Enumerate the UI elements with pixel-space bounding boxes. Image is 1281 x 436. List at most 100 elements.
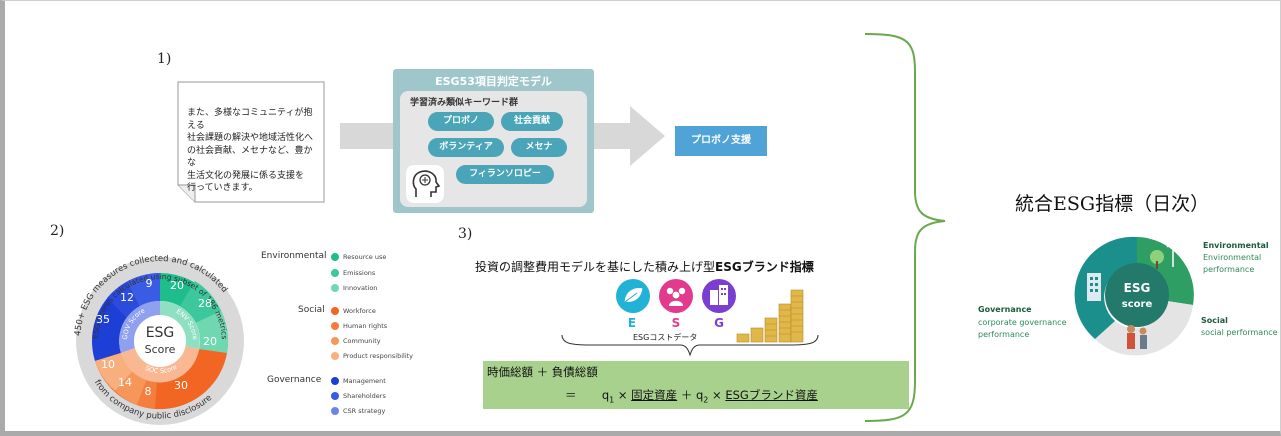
legend-dot bbox=[331, 352, 339, 360]
cycle-environmental-desc: performance bbox=[1203, 265, 1255, 274]
formula-box: 時価総額 ＋ 負債総額 ＝ q1 × 固定資産 ＋ q2 × ESGブランド資産 bbox=[483, 361, 909, 409]
pillar-legend: Environmental Resource use Emissions Inn… bbox=[261, 251, 441, 421]
legend-label: Management bbox=[343, 377, 386, 385]
letter-s: S bbox=[671, 316, 681, 330]
formula-q1: q bbox=[601, 388, 610, 402]
legend-group-governance: Governance bbox=[267, 375, 322, 385]
document-icon bbox=[177, 81, 325, 203]
legend-item: Emissions bbox=[331, 269, 375, 277]
legend-group-social: Social bbox=[298, 305, 325, 315]
cycle-environmental-desc: Environmental bbox=[1203, 253, 1262, 262]
soc-value: 10 bbox=[101, 358, 115, 371]
legend-item: Innovation bbox=[331, 284, 377, 292]
formula-fixed-assets: 固定資産 bbox=[631, 388, 678, 402]
source-document: また、多様なコミュニティが抱える 社会課題の解決や地域活性化へ の社会貢献、メセ… bbox=[177, 81, 325, 203]
formula-equals: ＝ bbox=[565, 388, 577, 402]
letter-e: E bbox=[627, 316, 637, 330]
formula-brand-assets: ESGブランド資産 bbox=[725, 388, 818, 402]
esg53-model-box: ESG53項目判定モデル 学習済み類似キーワード群 プロボノ 社会貢献 ボランテ… bbox=[393, 69, 594, 213]
keyword-panel: 学習済み類似キーワード群 プロボノ 社会貢献 ボランティア メセナ フィランソロ… bbox=[400, 91, 587, 207]
legend-label: Emissions bbox=[343, 269, 376, 277]
section-label-3: 3) bbox=[458, 226, 473, 242]
keyword-group-label: 学習済み類似キーワード群 bbox=[410, 98, 519, 108]
formula-plus: ＋ bbox=[680, 388, 693, 402]
document-line: また、多様なコミュニティが抱える bbox=[187, 108, 313, 131]
formula-times: × bbox=[617, 388, 628, 402]
legend-label: Innovation bbox=[343, 284, 378, 292]
letter-g: G bbox=[714, 316, 724, 330]
brand-title-bold: ESGブランド指標 bbox=[715, 260, 814, 274]
cycle-governance-title: Governance bbox=[978, 305, 1032, 314]
formula-times: × bbox=[712, 388, 722, 402]
env-value: 20 bbox=[170, 279, 184, 292]
section-label-2: 2) bbox=[50, 223, 65, 239]
gov-value: 35 bbox=[96, 313, 110, 326]
document-line: 行っていきます。 bbox=[187, 183, 258, 193]
legend-group-environmental: Environmental bbox=[261, 251, 327, 261]
model-title: ESG53項目判定モデル bbox=[435, 75, 552, 88]
legend-dot bbox=[331, 253, 339, 261]
cycle-governance-desc: performance bbox=[978, 330, 1030, 339]
wind-turbine-icon bbox=[1166, 231, 1183, 267]
legend-label: Shareholders bbox=[343, 392, 386, 400]
legend-label: Workforce bbox=[343, 307, 376, 315]
legend-item: Shareholders bbox=[331, 392, 386, 400]
legend-label: Resource use bbox=[343, 253, 387, 261]
gov-value: 9 bbox=[146, 277, 153, 290]
legend-item: Community bbox=[331, 337, 381, 345]
legend-dot bbox=[331, 269, 339, 277]
keyword-pill: 社会貢献 bbox=[501, 112, 563, 131]
env-value: 28 bbox=[198, 297, 212, 310]
keyword-pill: フィランソロピー bbox=[456, 165, 554, 184]
legend-dot bbox=[331, 307, 339, 315]
legend-item: Human rights bbox=[331, 322, 387, 330]
legend-dot bbox=[331, 322, 339, 330]
soc-value: 8 bbox=[145, 385, 152, 398]
esg-cycle-graphic: ESG score bbox=[1074, 231, 1194, 356]
legend-dot bbox=[331, 392, 339, 400]
formula-line-1: 時価総額 ＋ 負債総額 bbox=[487, 365, 598, 379]
cycle-center-score: score bbox=[1122, 299, 1153, 310]
legend-dot bbox=[331, 284, 339, 292]
legend-label: Community bbox=[343, 337, 381, 345]
formula-q1-sub: 1 bbox=[609, 395, 615, 405]
building-icon bbox=[1087, 273, 1101, 301]
keyword-pill: ボランティア bbox=[428, 138, 504, 157]
people-icon bbox=[1127, 325, 1147, 349]
soc-value: 30 bbox=[174, 379, 188, 392]
legend-item: Resource use bbox=[331, 253, 386, 261]
legend-dot bbox=[331, 377, 339, 385]
legend-label: Product responsibility bbox=[343, 352, 414, 360]
bracket-shape bbox=[864, 33, 946, 422]
cost-data-label: ESGコストデータ bbox=[633, 333, 698, 342]
brand-title-prefix: 投資の調整費用モデルを基にした積み上げ型 bbox=[475, 260, 716, 274]
main-title: 統合ESG指標（日次） bbox=[1015, 193, 1210, 215]
tree-icon bbox=[1150, 250, 1164, 269]
coin-stack-icon bbox=[736, 289, 804, 343]
brace-shape bbox=[561, 334, 819, 357]
legend-item: CSR strategy bbox=[331, 407, 385, 415]
legend-item: Workforce bbox=[331, 307, 376, 315]
document-line: の社会貢献、メセナなど、豊かな bbox=[187, 145, 313, 169]
esg-score-donut: ESG Score 450+ ESG measures collected an… bbox=[73, 254, 244, 425]
cycle-social-title: Social bbox=[1201, 316, 1228, 325]
env-value: 20 bbox=[203, 335, 217, 348]
legend-dot bbox=[331, 337, 339, 345]
output-label-box: プロボノ支援 bbox=[675, 126, 767, 156]
legend-label: CSR strategy bbox=[343, 407, 386, 415]
formula-line-2: ＝ q1 × 固定資産 ＋ q2 × ESGブランド資産 bbox=[565, 387, 818, 404]
brain-head-icon bbox=[406, 165, 444, 203]
cycle-social-desc: social performance bbox=[1201, 328, 1278, 337]
esg-pillar-icons bbox=[616, 279, 736, 313]
legend-item: Management bbox=[331, 377, 386, 385]
cycle-governance-desc: corporate governance bbox=[978, 318, 1067, 327]
formula-q2: q bbox=[695, 388, 704, 402]
legend-label: Human rights bbox=[343, 322, 388, 330]
soc-value: 14 bbox=[118, 376, 132, 389]
legend-dot bbox=[331, 407, 339, 415]
document-text: また、多様なコミュニティが抱える 社会課題の解決や地域活性化へ の社会貢献、メセ… bbox=[187, 107, 317, 195]
legend-item: Product responsibility bbox=[331, 352, 413, 360]
donut-center-score: Score bbox=[145, 343, 176, 356]
document-line: 社会課題の解決や地域活性化へ bbox=[187, 133, 314, 143]
